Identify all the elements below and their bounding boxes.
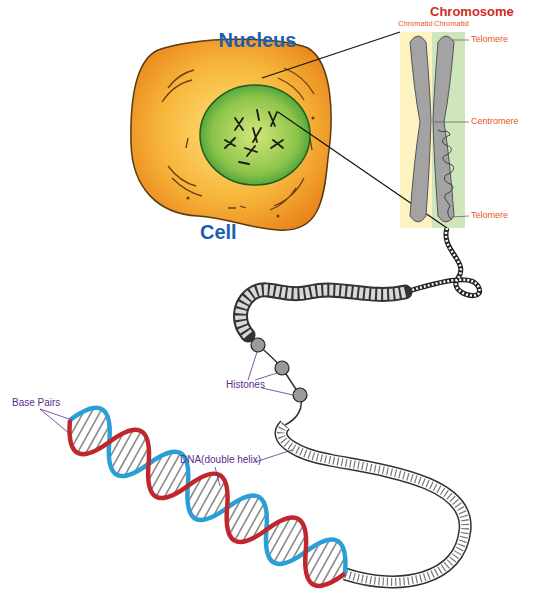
chromatid-label: Chromatid [398,20,433,28]
part-label: Histones [226,380,265,390]
solenoid-fiber [241,290,405,335]
grey-helix-inner [281,425,465,582]
dna-strand [58,398,357,595]
zoom-line [262,32,400,78]
part-label: Base Pairs [12,398,60,408]
leader-line [262,388,293,395]
leader-line [255,373,277,380]
nucleus-label: Nucleus [195,30,320,50]
leader-line [40,409,70,434]
leader-line [215,467,220,486]
leader-line [40,409,72,420]
histone-bead [293,388,307,402]
part-label: Centromere [471,117,519,126]
dna-strand [58,398,357,595]
histone-bead [251,338,265,352]
histone-bead [275,361,289,375]
chromosome-title: Chromosome [430,5,514,18]
leader-line [434,122,469,123]
part-label: Telomere [471,35,508,44]
chromatid-shape [410,36,431,222]
grey-helix [281,425,465,582]
part-label: Telomere [471,211,508,220]
leader-line [248,352,257,380]
part-label: DNA(double helix) [180,455,261,465]
cell: Cell Nucleus [128,38,333,250]
solenoid-coils [241,290,405,335]
chromatin-coils [438,130,454,220]
dna-helix [58,398,357,595]
grey-helix-rungs [281,425,465,582]
leader-line [452,40,469,41]
leader-line [452,216,469,217]
chromatin-fiber [405,228,480,296]
cell-label: Cell [200,222,237,242]
nucleus-outline [195,28,320,190]
chromatin-fiber-core [405,228,480,296]
nucleus: Nucleus [195,28,320,190]
chromatid-label: Chromatid [434,20,469,28]
chromatid-shape [433,36,454,222]
